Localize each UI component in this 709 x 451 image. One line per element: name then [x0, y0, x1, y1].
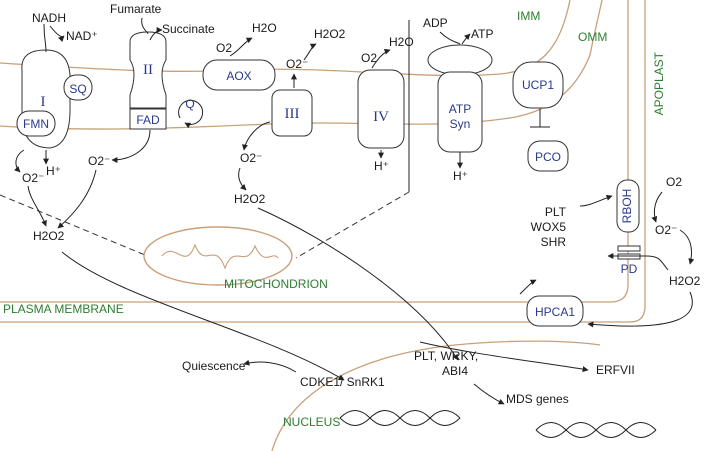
h2o2-3-label: H2O2 [234, 192, 266, 206]
omm-label: OMM [578, 30, 607, 44]
succinate-label: Succinate [162, 22, 215, 36]
atp-label: ATP [471, 27, 493, 41]
plt-label: PLT [545, 205, 567, 219]
shr-label: SHR [541, 235, 567, 249]
aox-o2-label: O2 [216, 41, 232, 55]
apoplast-label: APOPLAST [652, 51, 666, 115]
h-plus-4-label: H⁺ [374, 159, 389, 173]
atp-syn-label-2: Syn [450, 117, 471, 131]
pco[interactable]: PCO [527, 140, 569, 172]
ucp1-inhibition [530, 109, 550, 128]
atp-synthase[interactable]: ATP Syn [427, 44, 493, 153]
pco-label: PCO [535, 150, 561, 164]
mitochondrion-shape [143, 226, 293, 286]
complex-iv[interactable]: IV [357, 69, 405, 149]
h-plus-5-label: H⁺ [453, 169, 468, 183]
atp-syn-label-1: ATP [449, 102, 471, 116]
dna-helix-left [339, 410, 461, 426]
complex-i-label: I [41, 94, 46, 110]
zoom-right [295, 191, 410, 259]
rboh[interactable]: RBOH [616, 179, 640, 233]
rboh-label: RBOH [620, 189, 634, 224]
apoplast-o2-minus-label: O2⁻ [655, 223, 677, 237]
fad-site: FAD [129, 108, 167, 130]
aox-h2o-label: H2O [252, 21, 277, 35]
fmn-site: FMN [16, 110, 56, 137]
complex-iii[interactable]: III [271, 89, 313, 137]
plasma-membrane-label: PLASMA MEMBRANE [3, 302, 124, 316]
quiescence-label: Quiescence [182, 359, 246, 373]
mds-label: MDS genes [506, 392, 569, 406]
imm-label: IMM [517, 9, 540, 23]
plasma-membrane-outer [0, 0, 629, 303]
reaction-arrows [14, 17, 695, 405]
complex-ii[interactable]: II [129, 31, 167, 109]
fmn-label: FMN [23, 117, 49, 131]
ubiquinone-q: Q [178, 97, 204, 129]
aox-label: AOX [226, 69, 251, 83]
pd-label: PD [621, 262, 638, 276]
o2-minus-2-label: O2⁻ [88, 154, 110, 168]
fad-label: FAD [136, 113, 160, 127]
h2o2-right-label: H2O2 [669, 274, 701, 288]
h-plus-1-label: H⁺ [46, 164, 61, 178]
cdke1-label: CDKE1/ SnRK1 [300, 375, 385, 389]
h2o2-top-label: H2O2 [314, 27, 346, 41]
dna-helix-right [535, 422, 657, 438]
iv-h2o-label: H2O [389, 35, 414, 49]
fumarate-label: Fumarate [110, 2, 162, 16]
nadh-label: NADH [32, 11, 66, 25]
complex-iv-label: IV [373, 109, 389, 125]
plasma-membrane-inner [0, 0, 646, 323]
sq-site: SQ [63, 74, 93, 101]
nucleus-label: NUCLEUS [283, 415, 340, 429]
nad-plus-label: NAD⁺ [66, 29, 98, 43]
complex-ii-label: II [143, 62, 153, 78]
apoplast-o2-label: O2 [666, 175, 682, 189]
complex-iii-label: III [285, 106, 300, 122]
iv-o2-label: O2 [361, 51, 377, 65]
superoxide-iii-label: O2⁻ [286, 57, 308, 71]
wox5-label: WOX5 [531, 220, 567, 234]
hpca1[interactable]: HPCA1 [526, 295, 584, 327]
nuclear-envelope [271, 340, 601, 451]
plasmodesmata[interactable]: PD [617, 245, 641, 276]
ucp1-label: UCP1 [522, 78, 554, 92]
ucp1[interactable]: UCP1 [512, 61, 564, 109]
o2-minus-1-label: O2⁻ [22, 171, 44, 185]
plt-wrky-label: PLT, WRKY, [414, 349, 478, 363]
mitochondrion-label: MITOCHONDRION [224, 277, 328, 291]
zoom-left [0, 194, 146, 256]
q-label: Q [185, 97, 194, 111]
o2-minus-3-label: O2⁻ [240, 151, 262, 165]
sq-label: SQ [69, 82, 86, 96]
abi4-label: ABI4 [442, 364, 468, 378]
aox-enzyme[interactable]: AOX [202, 59, 276, 91]
hpca1-label: HPCA1 [535, 305, 575, 319]
h2o2-left-label: H2O2 [33, 229, 65, 243]
adp-label: ADP [423, 16, 448, 30]
erfvii-label: ERFVII [596, 363, 635, 377]
